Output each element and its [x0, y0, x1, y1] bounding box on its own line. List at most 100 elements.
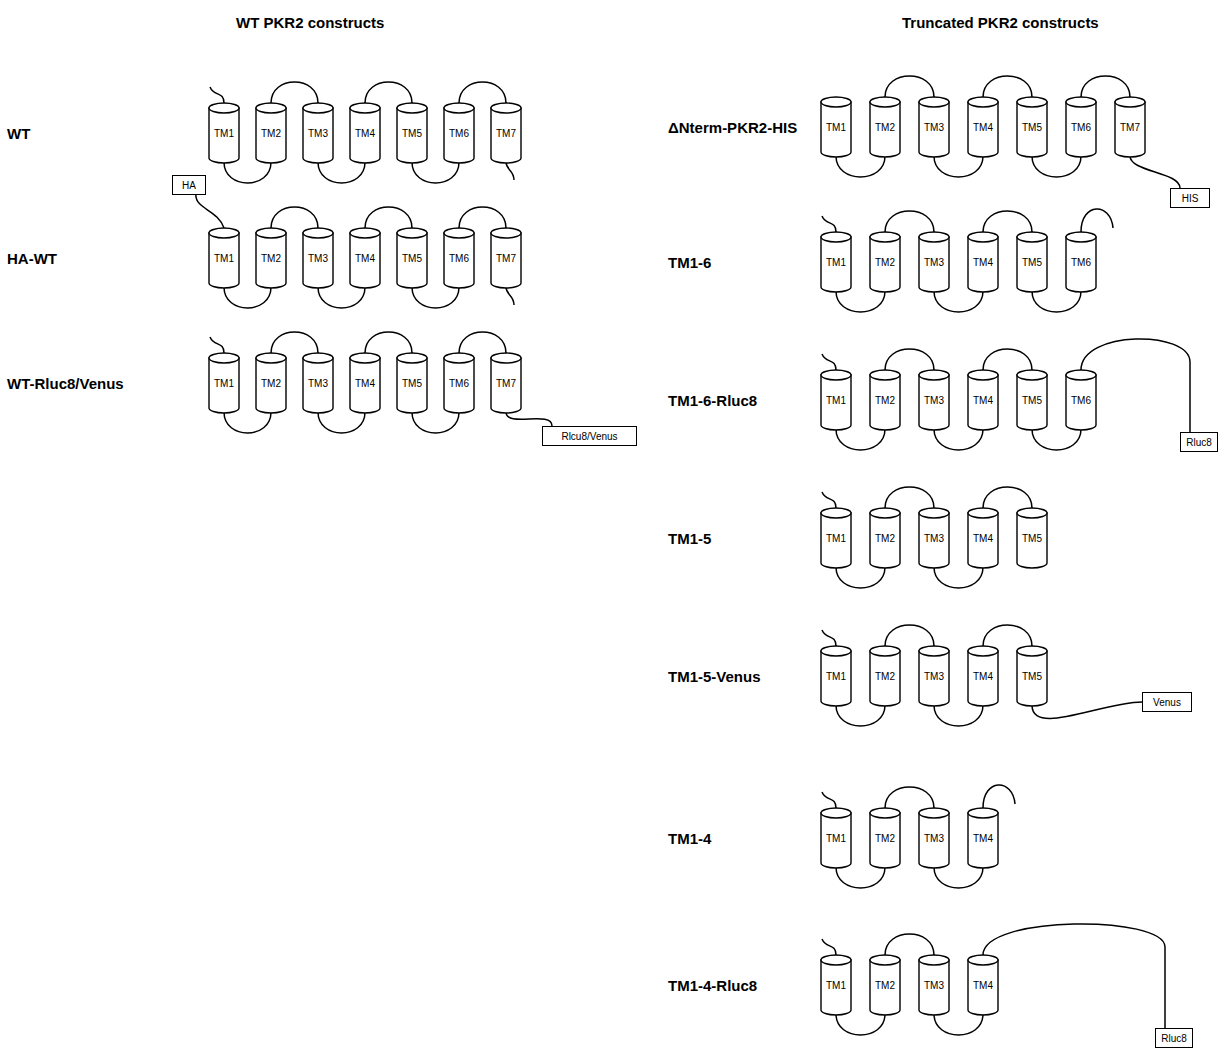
loop-connector	[885, 787, 934, 808]
loop-connector	[885, 211, 934, 232]
construct-name: TM1-5-Venus	[668, 668, 761, 685]
helix-label: TM1	[214, 128, 234, 139]
helix-cylinder: TM1	[820, 96, 852, 158]
helix-cylinder: TM1	[820, 369, 852, 431]
loop-connector	[1032, 429, 1081, 450]
helix-label: TM4	[973, 533, 993, 544]
loop-connector	[836, 291, 885, 312]
helix-cylinder: TM5	[396, 102, 428, 164]
loop-connector	[271, 332, 318, 353]
helix-cylinder: TM5	[1016, 96, 1048, 158]
loop-connector	[983, 349, 1032, 370]
loop-connector	[983, 211, 1032, 232]
helix-label: TM2	[261, 253, 281, 264]
loop-connector	[934, 1014, 983, 1035]
tag-linker	[983, 924, 1165, 1028]
n-terminus	[822, 354, 836, 370]
loop-connector	[224, 162, 271, 183]
tag-label: HA	[182, 180, 196, 191]
n-terminus	[822, 492, 836, 508]
loop-connector	[224, 287, 271, 308]
helix-label: TM1	[826, 833, 846, 844]
helix-cylinder: TM5	[396, 352, 428, 414]
loop-connector	[885, 76, 934, 97]
helix-cylinder: TM3	[302, 352, 334, 414]
tag-box: Venus	[1142, 692, 1192, 712]
helix-label: TM1	[826, 980, 846, 991]
helix-label: TM6	[449, 128, 469, 139]
helix-label: TM3	[924, 395, 944, 406]
helix-label: TM1	[214, 378, 234, 389]
loop-connector	[365, 82, 412, 103]
helix-cylinder: TM5	[1016, 645, 1048, 707]
helix-cylinder: TM2	[869, 807, 901, 869]
loop-connector	[885, 487, 934, 508]
helix-label: TM1	[826, 395, 846, 406]
helix-label: TM4	[973, 257, 993, 268]
n-terminus	[822, 939, 836, 955]
helix-label: TM2	[261, 378, 281, 389]
helix-cylinder: TM1	[820, 231, 852, 293]
helix-label: TM3	[924, 980, 944, 991]
loop-connector	[1081, 76, 1130, 97]
loop-connector	[983, 76, 1032, 97]
helix-label: TM1	[826, 671, 846, 682]
loop-connector	[365, 332, 412, 353]
helix-cylinder: TM1	[820, 645, 852, 707]
helix-cylinder: TM4	[967, 231, 999, 293]
c-terminus	[983, 785, 1015, 808]
helix-cylinder: TM4	[349, 102, 381, 164]
helix-label: TM1	[826, 533, 846, 544]
helix-label: TM4	[973, 980, 993, 991]
helix-cylinder: TM4	[349, 352, 381, 414]
helix-label: TM2	[875, 533, 895, 544]
helix-cylinder: TM2	[255, 352, 287, 414]
tag-box: Rlcu8/Venus	[542, 426, 637, 446]
helix-label: TM7	[496, 253, 516, 264]
helix-cylinder: TM2	[869, 954, 901, 1016]
helix-label: TM5	[1022, 122, 1042, 133]
helix-label: TM1	[826, 257, 846, 268]
construct-name: TM1-6-Rluc8	[668, 392, 757, 409]
c-terminus	[506, 287, 514, 305]
helix-cylinder: TM3	[918, 807, 950, 869]
loop-connector	[983, 625, 1032, 646]
loop-connector	[836, 567, 885, 588]
helix-cylinder: TM3	[918, 645, 950, 707]
loop-connector	[318, 287, 365, 308]
helix-label: TM5	[1022, 257, 1042, 268]
construct-name: WT	[7, 125, 30, 142]
helix-cylinder: TM2	[869, 369, 901, 431]
helix-cylinder: TM5	[1016, 369, 1048, 431]
loop-connector	[836, 429, 885, 450]
loop-connector	[1032, 291, 1081, 312]
helix-cylinder: TM2	[255, 102, 287, 164]
n-terminus	[822, 792, 836, 808]
helix-cylinder: TM4	[967, 507, 999, 569]
loop-connector	[318, 412, 365, 433]
helix-label: TM4	[355, 128, 375, 139]
loop-connector	[365, 207, 412, 228]
helix-cylinder: TM6	[1065, 231, 1097, 293]
helix-label: TM3	[924, 257, 944, 268]
helix-cylinder: TM1	[820, 807, 852, 869]
tag-label: Venus	[1153, 697, 1181, 708]
helix-label: TM6	[1071, 395, 1091, 406]
helix-cylinder: TM1	[820, 507, 852, 569]
helix-label: TM1	[214, 253, 234, 264]
loop-connector	[459, 207, 506, 228]
construct-name: TM1-6	[668, 254, 711, 271]
helix-cylinder: TM6	[443, 352, 475, 414]
tag-linker	[196, 195, 224, 228]
construct-name: HA-WT	[7, 250, 57, 267]
c-terminus	[1081, 209, 1113, 232]
loop-connector	[459, 82, 506, 103]
tag-label: Rluc8	[1161, 1033, 1187, 1044]
helix-cylinder: TM7	[490, 227, 522, 289]
tag-linker	[1081, 339, 1190, 432]
tag-box: HIS	[1170, 188, 1210, 208]
construct-name: TM1-4	[668, 830, 711, 847]
helix-cylinder: TM2	[869, 645, 901, 707]
helix-cylinder: TM3	[302, 227, 334, 289]
helix-label: TM5	[1022, 395, 1042, 406]
